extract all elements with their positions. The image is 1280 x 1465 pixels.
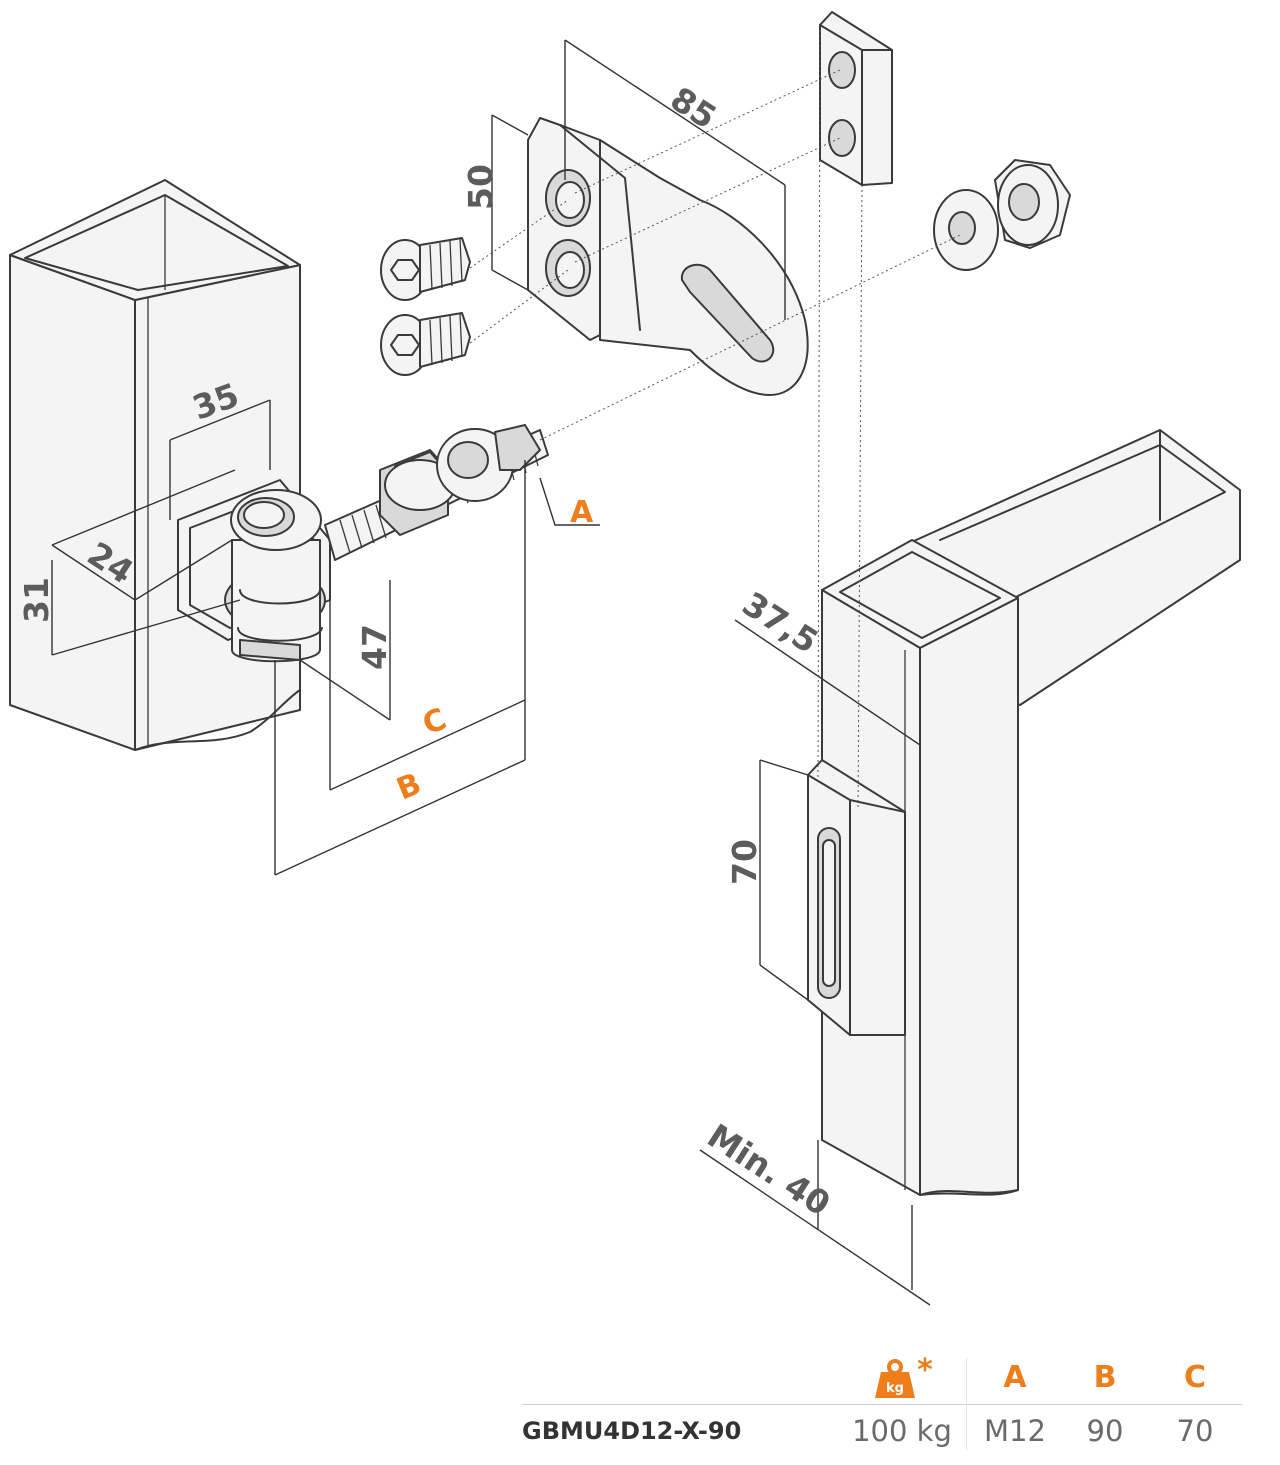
flange-nut xyxy=(994,159,1071,249)
socket-screw-upper xyxy=(380,237,471,301)
dimension-letter-a: A xyxy=(570,495,594,530)
dimension-50: 50 xyxy=(461,164,500,210)
threaded-bolt xyxy=(324,424,549,561)
dimension-47: 47 xyxy=(355,624,394,670)
washer xyxy=(933,189,999,271)
dimension-85: 85 xyxy=(664,79,724,137)
value-b: 90 xyxy=(1086,1414,1124,1448)
dimension-lines xyxy=(51,39,931,1306)
alignment-lines xyxy=(469,29,961,811)
model-code: GBMU4D12-X-90 xyxy=(522,1417,742,1445)
dimension-min-40: Min. 40 xyxy=(701,1116,838,1224)
header-c: C xyxy=(1183,1360,1207,1395)
dimension-letter-b: B xyxy=(392,766,426,807)
load-header: kg * xyxy=(842,1352,962,1404)
spec-table-row: GBMU4D12-X-90 100 kg M12 90 70 xyxy=(522,1405,1242,1457)
dimension-37-5: 37,5 xyxy=(736,584,826,661)
header-b: B xyxy=(1093,1360,1117,1395)
spec-table-header: kg * A B C xyxy=(522,1352,1242,1450)
load-value: 100 kg xyxy=(852,1414,952,1448)
left-post xyxy=(9,179,301,751)
weight-icon-glyph: kg xyxy=(886,1381,904,1396)
weight-icon-asterisk: * xyxy=(917,1356,933,1388)
dimension-31: 31 xyxy=(17,577,56,623)
header-a: A xyxy=(1003,1360,1027,1395)
weight-kg-icon: kg * xyxy=(875,1353,933,1398)
weld-bracket xyxy=(177,479,331,663)
spec-table: kg * A B C GBMU4D12-X-90 100 kg M12 90 7… xyxy=(522,1352,1242,1457)
nut-plate xyxy=(819,11,893,186)
socket-screw-lower xyxy=(380,312,471,376)
dimension-70: 70 xyxy=(725,839,764,885)
gate-hinge-bracket xyxy=(807,759,906,1036)
hinge-assembly-drawing: 85 50 35 24 31 47 37,5 70 Min. 40 A C B xyxy=(9,11,1241,1306)
value-c: 70 xyxy=(1176,1414,1214,1448)
value-a: M12 xyxy=(984,1414,1046,1448)
angle-bracket xyxy=(527,117,809,396)
